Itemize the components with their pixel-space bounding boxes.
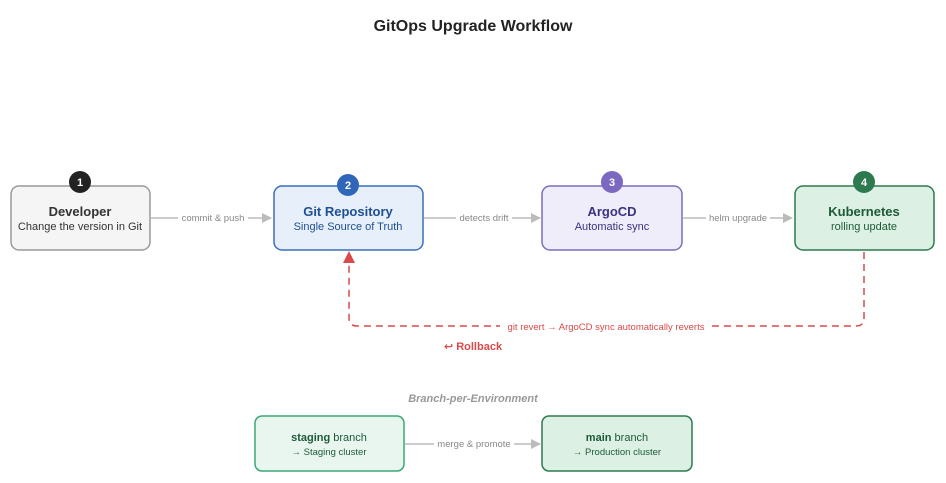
edge-helm: helm upgrade bbox=[683, 212, 793, 224]
rollback-label: ↩ Rollback bbox=[444, 341, 503, 353]
node-git-subtitle: Single Source of Truth bbox=[294, 221, 403, 233]
step-badge-1-number: 1 bbox=[77, 177, 83, 189]
edge-drift-label: detects drift bbox=[459, 213, 508, 224]
step-badge-1 bbox=[69, 171, 91, 193]
environments-section-label: Branch-per-Environment bbox=[408, 393, 539, 405]
node-git-repository: Git Repository Single Source of Truth 2 bbox=[273, 174, 424, 251]
node-kubernetes: Kubernetes rolling update 4 bbox=[794, 171, 935, 251]
node-main-subtitle: → Production cluster bbox=[573, 447, 661, 458]
node-argocd: ArgoCD Automatic sync 3 bbox=[541, 171, 683, 251]
step-badge-2-number: 2 bbox=[345, 180, 351, 192]
node-kubernetes-title: Kubernetes bbox=[828, 204, 900, 219]
edge-merge-promote: merge & promote bbox=[405, 438, 541, 450]
edge-merge-label: merge & promote bbox=[437, 439, 510, 450]
staging-branch-suffix: branch bbox=[330, 432, 367, 444]
node-staging-branch: staging branch → Staging cluster bbox=[254, 415, 405, 472]
node-git-title: Git Repository bbox=[303, 204, 393, 219]
node-argocd-subtitle: Automatic sync bbox=[575, 221, 650, 233]
edge-helm-label: helm upgrade bbox=[709, 213, 767, 224]
edge-commit: commit & push bbox=[151, 212, 272, 224]
rollback-path-label: git revert → ArgoCD sync automatically r… bbox=[508, 322, 705, 333]
node-developer-title: Developer bbox=[49, 204, 112, 219]
edge-drift: detects drift bbox=[424, 212, 541, 224]
node-staging-subtitle: → Staging cluster bbox=[292, 447, 367, 458]
step-badge-3-number: 3 bbox=[609, 177, 615, 189]
node-main-branch: main branch → Production cluster bbox=[541, 415, 693, 472]
node-kubernetes-subtitle: rolling update bbox=[831, 221, 897, 233]
rollback-path: git revert → ArgoCD sync automatically r… bbox=[343, 251, 865, 333]
main-branch-name: main bbox=[586, 432, 612, 444]
staging-branch-name: staging bbox=[291, 432, 330, 444]
edge-commit-label: commit & push bbox=[182, 213, 245, 224]
node-staging-title: staging branch bbox=[291, 432, 367, 444]
step-badge-4-number: 4 bbox=[861, 177, 868, 189]
main-branch-suffix: branch bbox=[611, 432, 648, 444]
node-developer-subtitle: Change the version in Git bbox=[18, 221, 142, 233]
step-badge-2 bbox=[337, 174, 359, 196]
node-argocd-title: ArgoCD bbox=[587, 204, 636, 219]
node-developer: Developer Change the version in Git 1 bbox=[10, 171, 151, 251]
node-main-title: main branch bbox=[586, 432, 648, 444]
step-badge-3 bbox=[601, 171, 623, 193]
diagram-title: GitOps Upgrade Workflow bbox=[374, 18, 573, 35]
step-badge-4 bbox=[853, 171, 875, 193]
